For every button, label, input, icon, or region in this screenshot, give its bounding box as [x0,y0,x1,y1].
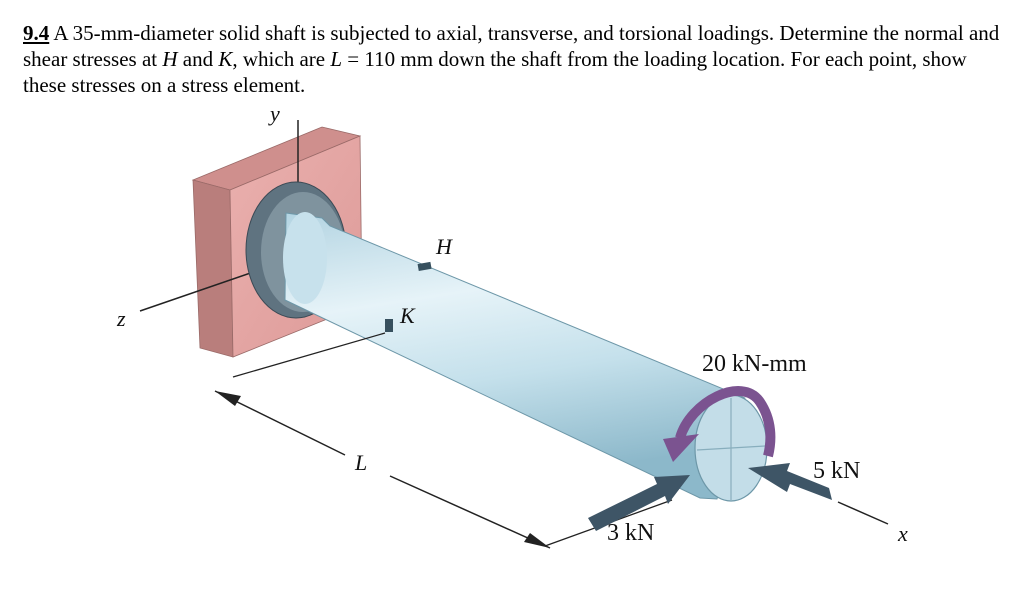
dimension-l-label: L [354,450,367,475]
problem-text-4: = 110 mm down the shaft from the loading… [23,47,967,97]
point-k-marker [385,319,393,332]
problem-text-2: and [177,47,219,71]
problem-text-3: , which are [232,47,331,71]
axial-force-label: 5 kN [813,458,860,484]
dimension-l [214,332,673,549]
axial-force-arrow [748,463,832,500]
transverse-force-label: 3 kN [607,520,654,546]
y-axis-label: y [268,101,280,126]
problem-statement: 9.4 A 35-mm-diameter solid shaft is subj… [23,20,1013,98]
problem-number: 9.4 [23,21,50,45]
shaft [283,212,768,502]
point-h-label: H [435,234,453,259]
shaft-root [283,212,327,304]
point-h-marker [417,261,432,271]
x-axis-label: x [897,521,908,546]
var-k: K [218,47,233,71]
var-h: H [162,47,178,71]
point-k-label: K [399,303,416,328]
torque-arrow [663,386,776,462]
z-axis-label: z [116,306,126,331]
z-axis-line [139,267,266,312]
wall-side-face [192,179,234,358]
end-face-line-h [696,445,766,451]
x-axis-line [837,501,889,525]
var-l: L [330,47,343,71]
transverse-force-arrow [588,475,690,531]
problem-text-1: A 35-mm-diameter solid shaft is subjecte… [23,21,1000,71]
torque-label: 20 kN-mm [702,351,807,377]
